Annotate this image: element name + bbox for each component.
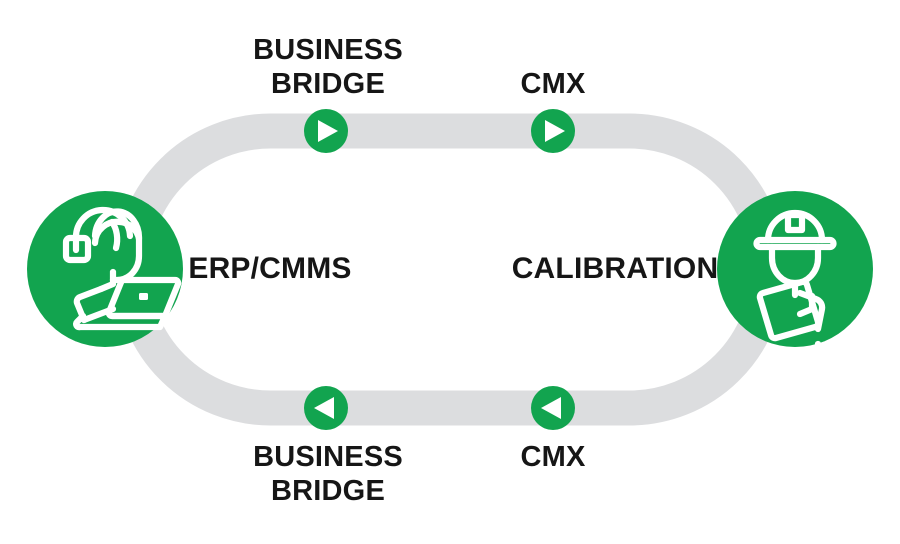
arrow-top-cmx[interactable] (531, 109, 575, 153)
label-top-business-bridge-line1: BUSINESS (253, 34, 403, 66)
label-top-business-bridge: BUSINESS BRIDGE (183, 33, 473, 101)
label-top-cmx-line1: CMX (520, 68, 586, 100)
label-calibration: CALIBRATION (511, 252, 719, 285)
label-bottom-cmx: CMX (443, 440, 663, 474)
headset-laptop-operator-icon (62, 206, 182, 331)
arrow-top-business-bridge[interactable] (304, 109, 348, 153)
play-arrow-left-icon (541, 397, 561, 419)
node-calibration[interactable] (717, 191, 873, 389)
label-top-business-bridge-line2: BRIDGE (271, 68, 385, 101)
play-arrow-left-icon (314, 397, 334, 419)
play-arrow-right-icon (545, 120, 565, 142)
label-bottom-cmx-line1: CMX (520, 441, 586, 473)
arrow-bottom-business-bridge[interactable] (304, 386, 348, 430)
erp-cmms-circle-background (27, 191, 183, 347)
label-erp-cmms: ERP/CMMS (188, 252, 352, 285)
label-top-cmx: CMX (443, 67, 663, 101)
calibration-circle-background (717, 191, 873, 347)
label-bottom-business-bridge: BUSINESS BRIDGE (183, 440, 473, 508)
label-bottom-business-bridge-line1: BUSINESS (253, 441, 403, 473)
play-arrow-right-icon (318, 120, 338, 142)
label-bottom-business-bridge-line2: BRIDGE (271, 475, 385, 508)
arrow-bottom-cmx[interactable] (531, 386, 575, 430)
node-erp-cmms[interactable] (27, 191, 183, 347)
hardhat-technician-clipboard-icon (753, 209, 837, 389)
